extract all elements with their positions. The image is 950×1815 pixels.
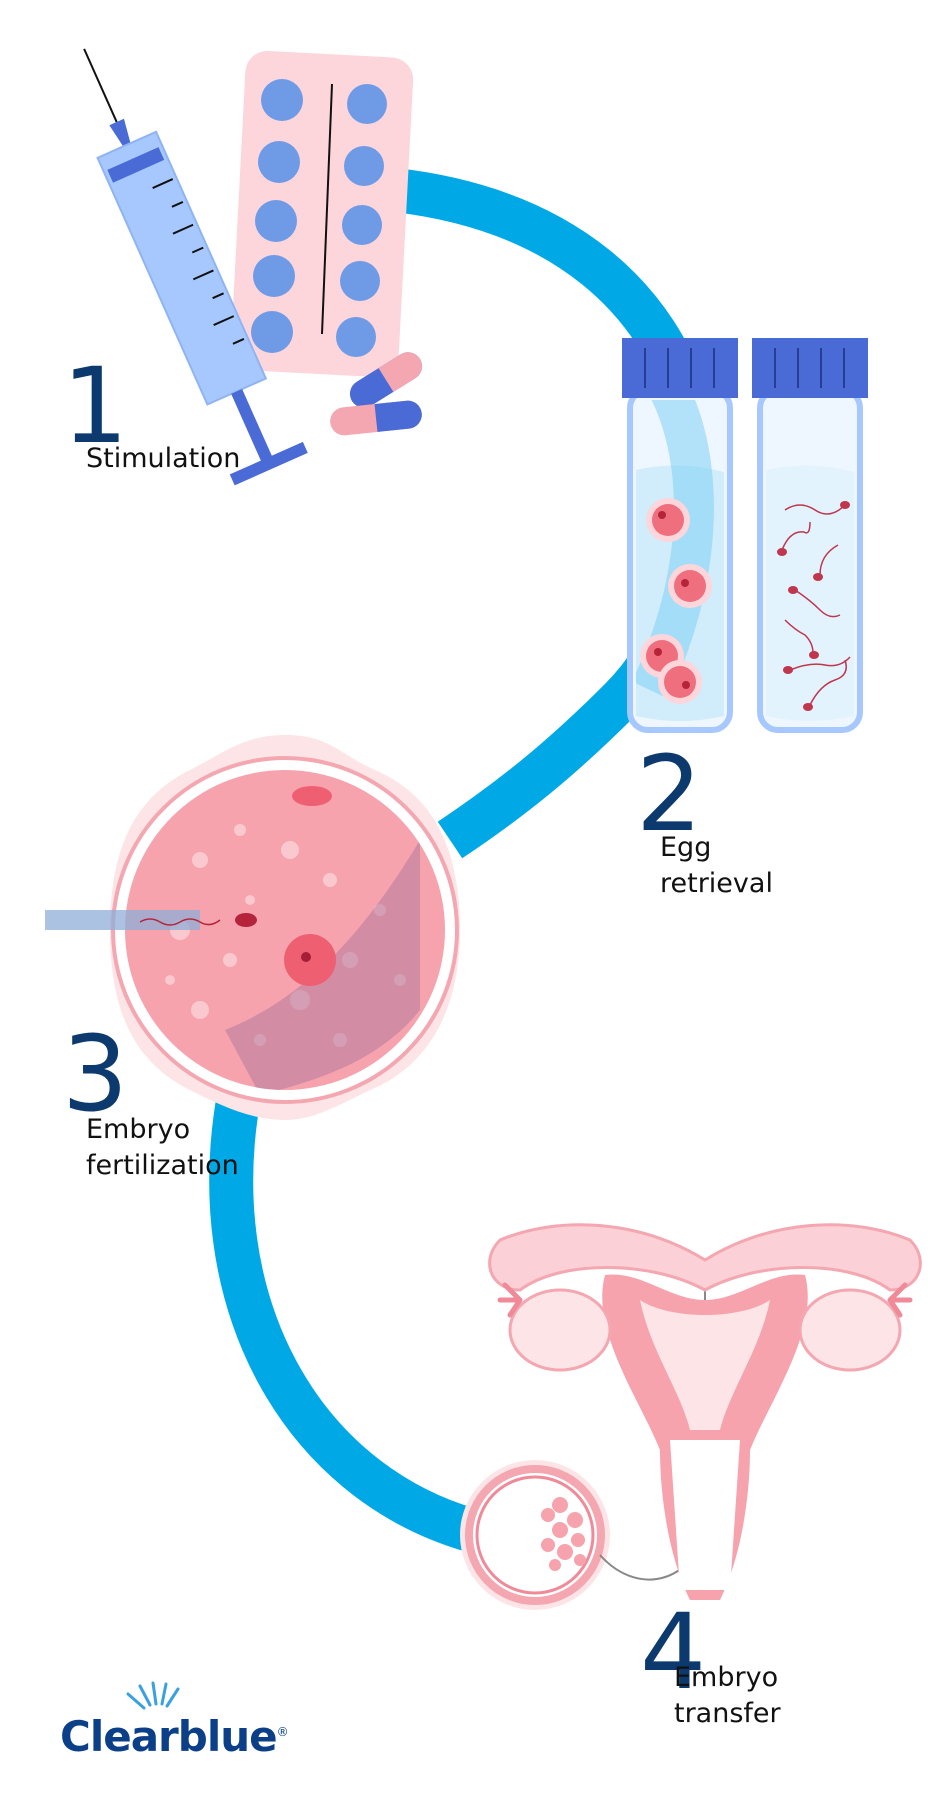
step-4-number: 4 xyxy=(640,1591,707,1713)
egg-cell-injection-icon xyxy=(45,735,460,1120)
brand-registered-mark: ® xyxy=(276,1725,289,1739)
step-2-number: 2 xyxy=(636,733,703,855)
step-1-number: 1 xyxy=(62,345,129,467)
test-tube-eggs-icon xyxy=(622,338,738,733)
step-1-label: Stimulation xyxy=(86,443,241,474)
process-path-lower xyxy=(209,1085,477,1552)
blastocyst-icon xyxy=(460,1268,710,1610)
syringe-icon xyxy=(83,48,308,486)
step-4-label: Embryo transfer xyxy=(674,1662,781,1729)
uterus-icon xyxy=(488,1223,922,1600)
clearblue-logo-icon xyxy=(126,1681,180,1710)
pill-blister-icon xyxy=(230,50,414,378)
test-tube-sperm-icon xyxy=(752,338,868,733)
brand-name: Clearblue xyxy=(60,1712,278,1761)
step-3-number: 3 xyxy=(62,1013,129,1135)
step-3-label: Embryo fertilization xyxy=(86,1114,239,1181)
step-2-label: Egg retrieval xyxy=(660,832,773,899)
capsule-icon xyxy=(330,352,423,436)
brand-logo: Clearblue® xyxy=(60,1712,289,1761)
